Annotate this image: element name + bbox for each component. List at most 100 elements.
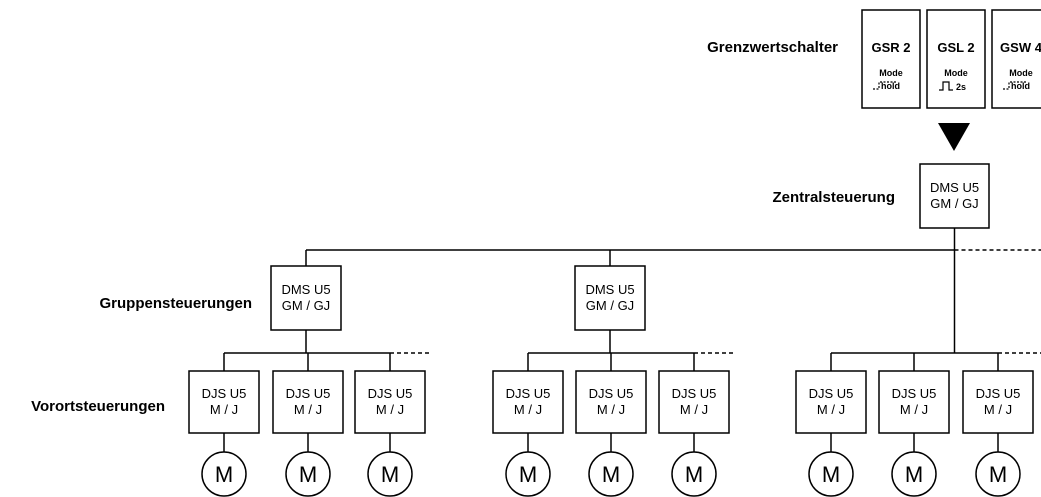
controller-line1: DJS U5 [892, 386, 937, 401]
local-controls-label: Vorortsteuerungen [31, 398, 165, 415]
controller-frame [919, 163, 990, 229]
switch-gsr2: GSR 2 Mode hold [861, 9, 921, 109]
controller-frame [354, 370, 426, 434]
controller-line1: DJS U5 [976, 386, 1021, 401]
motor-symbol: M [201, 451, 247, 497]
motor-symbol: M [975, 451, 1021, 497]
local-controller-box: DJS U5 M / J [272, 370, 344, 434]
switch-mode-label: Mode [944, 68, 968, 78]
motor-circle [505, 451, 551, 497]
motor-symbol: M [671, 451, 717, 497]
local-controller-box: DJS U5 M / J [575, 370, 647, 434]
group-controls-label: Gruppensteuerungen [99, 295, 252, 312]
motor-circle [588, 451, 634, 497]
local-controller-box: DJS U5 M / J [795, 370, 867, 434]
controller-frame [270, 265, 342, 331]
controller-frame [272, 370, 344, 434]
motor-circle [671, 451, 717, 497]
motor-circle [808, 451, 854, 497]
controller-line1: DJS U5 [589, 386, 634, 401]
controller-line1: DJS U5 [368, 386, 413, 401]
switch-frame [861, 9, 921, 109]
controller-frame [878, 370, 950, 434]
down-arrow-icon [938, 123, 970, 151]
switch-name: GSW 4 [1000, 40, 1041, 55]
controller-frame [574, 265, 646, 331]
motor-symbol: M [505, 451, 551, 497]
motor-circle [891, 451, 937, 497]
local-controller-box: DJS U5 M / J [188, 370, 260, 434]
group-controller-box: DMS U5 GM / GJ [574, 265, 646, 331]
motor-symbol: M [367, 451, 413, 497]
controller-line2: M / J [984, 402, 1012, 417]
controller-line2: M / J [514, 402, 542, 417]
motor-label: M [822, 462, 840, 487]
controller-line1: DJS U5 [809, 386, 854, 401]
motor-symbol: M [891, 451, 937, 497]
switch-frame [926, 9, 986, 109]
switch-mode-value: hold [881, 81, 900, 91]
switch-mode-value: 2s [956, 82, 966, 92]
controller-line1: DMS U5 [585, 282, 634, 297]
switch-mode-label: Mode [1009, 68, 1033, 78]
switch-mode-label: Mode [879, 68, 903, 78]
switch-frame [991, 9, 1041, 109]
local-controller-box: DJS U5 M / J [878, 370, 950, 434]
controller-line2: M / J [817, 402, 845, 417]
switch-gsw4: GSW 4 Mode hold [991, 9, 1041, 109]
motor-circle [285, 451, 331, 497]
controller-line2: M / J [294, 402, 322, 417]
controller-line2: M / J [680, 402, 708, 417]
switch-gsl2: GSL 2 Mode 2s [926, 9, 986, 109]
controller-frame [658, 370, 730, 434]
motor-circle [367, 451, 413, 497]
local-controller-box: DJS U5 M / J [492, 370, 564, 434]
central-control-label: Zentralsteuerung [772, 189, 895, 206]
controller-line2: M / J [210, 402, 238, 417]
local-controller-box: DJS U5 M / J [962, 370, 1034, 434]
controller-line1: DMS U5 [281, 282, 330, 297]
controller-line1: DJS U5 [672, 386, 717, 401]
controller-frame [575, 370, 647, 434]
hold-signal-icon [873, 81, 897, 90]
controller-line2: M / J [597, 402, 625, 417]
motor-symbol: M [285, 451, 331, 497]
motor-label: M [602, 462, 620, 487]
controller-line2: M / J [900, 402, 928, 417]
local-controller-box: DJS U5 M / J [658, 370, 730, 434]
connection-lines [223, 228, 1041, 452]
motor-label: M [381, 462, 399, 487]
motor-label: M [685, 462, 703, 487]
switch-mode-value: hold [1011, 81, 1030, 91]
switch-name: GSR 2 [871, 40, 910, 55]
motor-label: M [905, 462, 923, 487]
controller-line2: GM / GJ [282, 298, 330, 313]
controller-line2: GM / GJ [930, 196, 978, 211]
controller-line2: GM / GJ [586, 298, 634, 313]
switch-name: GSL 2 [937, 40, 974, 55]
pulse-signal-icon [939, 81, 953, 91]
motor-label: M [989, 462, 1007, 487]
controller-line1: DJS U5 [286, 386, 331, 401]
limit-switches-label: Grenzwertschalter [707, 39, 838, 56]
controller-frame [492, 370, 564, 434]
controller-frame [962, 370, 1034, 434]
group-controller-box: DMS U5 GM / GJ [270, 265, 342, 331]
local-controller-box: DJS U5 M / J [354, 370, 426, 434]
central-controller-box: DMS U5 GM / GJ [919, 163, 990, 229]
motor-label: M [519, 462, 537, 487]
motor-circle [975, 451, 1021, 497]
controller-line2: M / J [376, 402, 404, 417]
motor-symbol: M [808, 451, 854, 497]
motor-label: M [299, 462, 317, 487]
controller-line1: DJS U5 [202, 386, 247, 401]
controller-frame [188, 370, 260, 434]
hold-signal-icon [1003, 81, 1027, 90]
controller-line1: DJS U5 [506, 386, 551, 401]
motor-label: M [215, 462, 233, 487]
motor-circle [201, 451, 247, 497]
controller-frame [795, 370, 867, 434]
motor-symbol: M [588, 451, 634, 497]
